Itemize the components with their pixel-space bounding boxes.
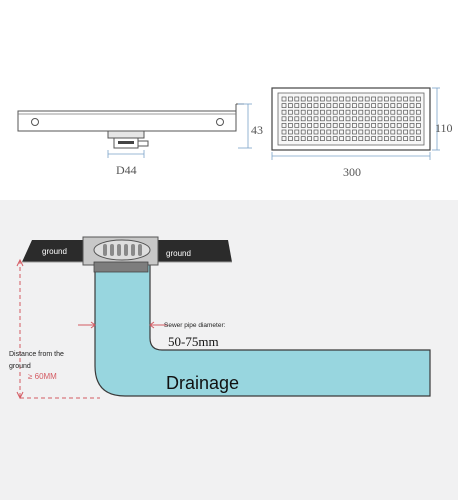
drain-fitting	[82, 236, 159, 273]
technical-drawing: D44 43 300 110	[0, 0, 458, 200]
grate-top-view	[271, 87, 440, 160]
height-dimension-label: 43	[251, 123, 263, 137]
grate-height-label: 110	[435, 121, 453, 135]
distance-label-line2: ground	[9, 363, 31, 370]
width-dimension-label: 300	[343, 165, 361, 179]
side-view	[17, 103, 252, 158]
distance-label-line1: Distance from the	[9, 351, 64, 358]
distance-value: ≥ 60MM	[28, 372, 57, 381]
pipe-diameter-value: 50-75mm	[168, 334, 219, 349]
installation-diagram: ground ground Sewer pipe diameter: 50-75…	[0, 200, 458, 500]
drainage-pipe	[94, 259, 431, 397]
ground-label-right: ground	[166, 249, 191, 258]
fitting-slots	[103, 244, 142, 256]
grate-holes	[281, 96, 421, 141]
drainage-label: Drainage	[166, 373, 239, 393]
ground-label-left: ground	[42, 247, 67, 256]
drain-diameter-label: D44	[116, 163, 137, 177]
pipe-diameter-label: Sewer pipe diameter:	[164, 322, 226, 329]
